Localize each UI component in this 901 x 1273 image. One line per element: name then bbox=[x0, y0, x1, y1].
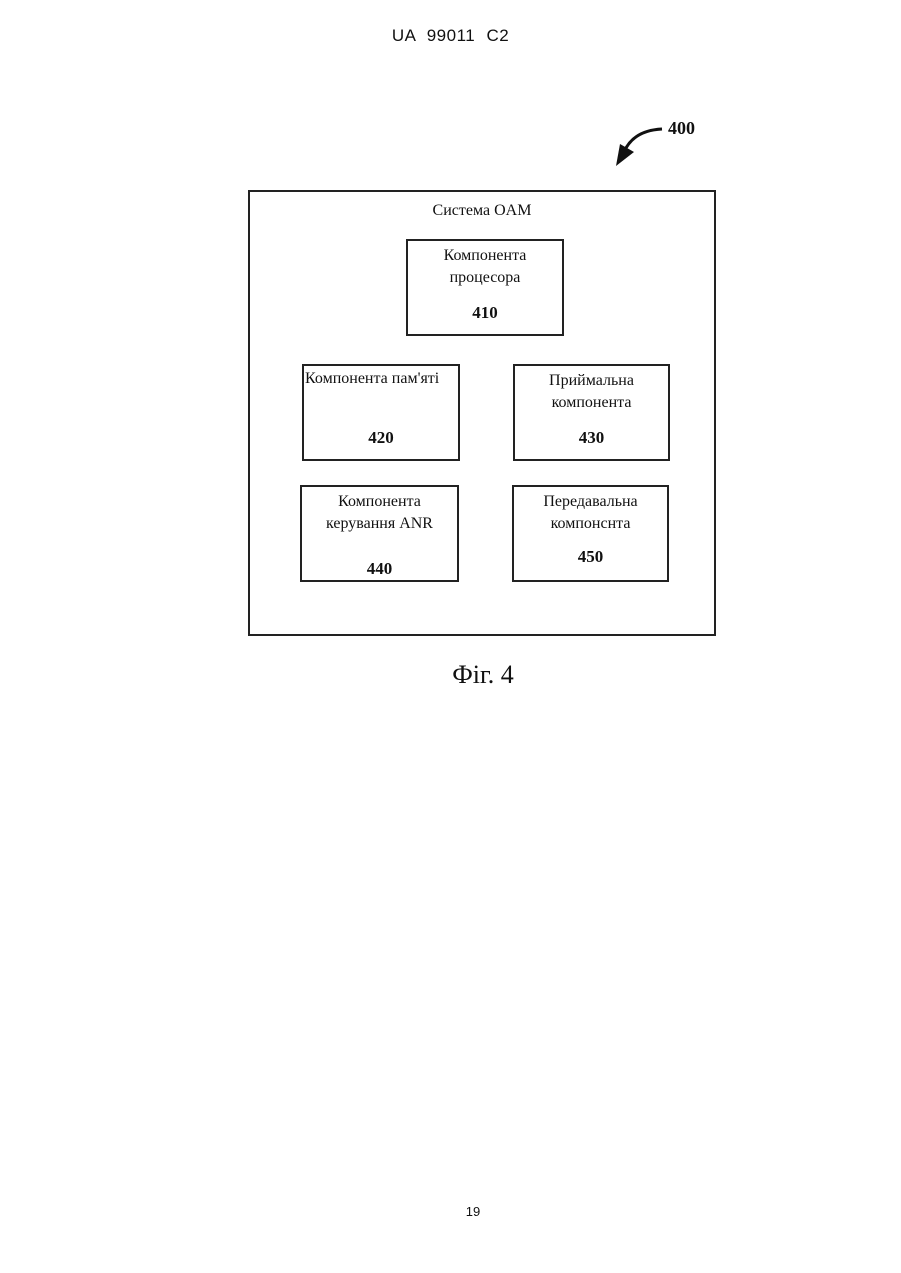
component-label: Компонента пам'яті bbox=[304, 368, 458, 390]
component-label: Компонента процесора bbox=[408, 245, 562, 289]
component-label: Компонента керування ANR bbox=[302, 491, 457, 535]
anr-control-component-box: Компонента керування ANR 440 bbox=[300, 485, 459, 582]
memory-component-box: Компонента пам'яті 420 bbox=[302, 364, 460, 461]
component-number: 430 bbox=[515, 428, 668, 448]
system-title: Система OAM bbox=[250, 202, 714, 220]
component-number: 450 bbox=[514, 547, 667, 567]
patent-header: UA 99011 C2 bbox=[0, 26, 901, 46]
processor-component-box: Компонента процесора 410 bbox=[406, 239, 564, 336]
component-number: 420 bbox=[304, 428, 458, 448]
transmitter-component-box: Передавальна компонснта 450 bbox=[512, 485, 669, 582]
reference-arrow-icon bbox=[612, 112, 722, 172]
component-label: Приймальна компонента bbox=[515, 370, 668, 414]
oam-system-box: Система OAM Компонента процесора 410 Ком… bbox=[248, 190, 716, 636]
page-number: 19 bbox=[0, 1204, 901, 1219]
component-number: 440 bbox=[302, 559, 457, 579]
component-number: 410 bbox=[408, 303, 562, 323]
figure-caption: Фіг. 4 bbox=[0, 660, 901, 690]
figure-reference-number: 400 bbox=[668, 118, 695, 139]
receiver-component-box: Приймальна компонента 430 bbox=[513, 364, 670, 461]
component-label: Передавальна компонснта bbox=[514, 491, 667, 535]
